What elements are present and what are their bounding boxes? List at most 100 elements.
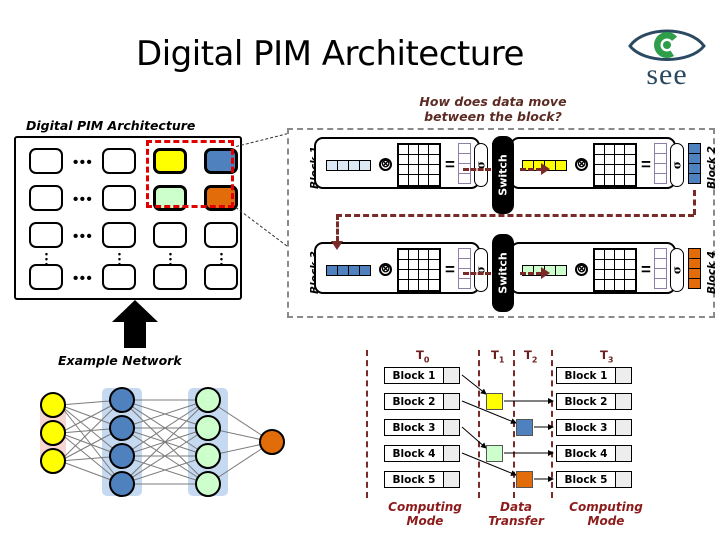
route-switch-to-b4: [520, 272, 542, 275]
timeline-left-block: Block 2: [384, 393, 460, 410]
network-node-input: [40, 448, 66, 474]
switch-label: Switch: [496, 252, 510, 294]
block-3: Block 3 ⊗ = σ: [300, 242, 505, 300]
eye-icon: [628, 29, 706, 61]
block-slot: [615, 368, 631, 383]
question-text: How does data move between the block?: [378, 94, 608, 124]
pim-cell: [153, 264, 187, 290]
block-4: ⊗ = σ Block 4: [510, 242, 718, 300]
timeline-left-block: Block 3: [384, 419, 460, 436]
switch-label: Switch: [496, 154, 510, 196]
route-b3-down: [336, 214, 339, 242]
pim-cell: [204, 222, 238, 248]
activation-box: σ: [474, 143, 488, 187]
weight-matrix: [397, 143, 441, 187]
phase-label-t2: T2: [524, 348, 538, 365]
block-slot: [615, 446, 631, 461]
block-name: Block 3: [564, 421, 608, 434]
block-slot: [443, 446, 459, 461]
phase-divider: [478, 350, 480, 498]
timeline-arrows: [461, 374, 554, 482]
network-caption: Example Network: [58, 353, 182, 368]
transfer-chip-yellow: [486, 393, 503, 410]
product-vector: [458, 143, 471, 184]
tensor-icon: ⊗: [575, 263, 588, 276]
pim-array-box: ••• ••• ••• ••• ••• ••• ••• •••: [14, 136, 242, 300]
input-vector: [326, 265, 371, 276]
block-name: Block 1: [392, 369, 436, 382]
pim-cell: [29, 185, 63, 211]
product-vector: [654, 248, 667, 289]
block-slot: [443, 368, 459, 383]
network-node-hidden1: [109, 387, 135, 413]
pim-cell: [102, 148, 136, 174]
activation-box: σ: [670, 143, 684, 187]
pim-cell: [153, 222, 187, 248]
network-node-input: [40, 392, 66, 418]
phase-divider: [366, 350, 368, 498]
network-node-input: [40, 420, 66, 446]
timeline-right-block: Block 4: [556, 445, 632, 462]
left-diagram-caption: Digital PIM Architecture: [26, 118, 196, 133]
sigma-symbol: σ: [670, 265, 684, 275]
pim-cell: [29, 222, 63, 248]
block-2: ⊗ = σ Block 2: [510, 137, 718, 195]
switch-bottom[interactable]: Switch: [492, 234, 514, 312]
pim-cell-yellow: [153, 148, 187, 174]
equals-icon: =: [445, 260, 455, 279]
block-slot: [615, 394, 631, 409]
switch-top[interactable]: Switch: [492, 136, 514, 214]
phase-divider: [513, 350, 515, 498]
output-vector: [688, 248, 701, 289]
block-1-body: ⊗ = σ: [314, 137, 505, 189]
network-node-hidden2: [195, 387, 221, 413]
block-name: Block 4: [564, 447, 608, 460]
block-slot: [615, 472, 631, 487]
phase-label-t0: T0: [416, 348, 430, 365]
timeline-right-block: Block 3: [556, 419, 632, 436]
block-name: Block 5: [392, 473, 436, 486]
block-1: Block 1 ⊗ = σ: [300, 137, 505, 195]
route-switch-to-b2: [520, 168, 542, 171]
timeline-left-block: Block 5: [384, 471, 460, 488]
page-title: Digital PIM Architecture: [136, 34, 524, 74]
equals-icon: =: [445, 155, 455, 174]
route-b2-down: [693, 190, 696, 215]
h-ellipsis: •••: [73, 154, 94, 171]
route-arrow-to-b3: [331, 241, 343, 250]
timeline-right-block: Block 2: [556, 393, 632, 410]
network-node-hidden1: [109, 415, 135, 441]
route-b3-to-switch: [463, 272, 491, 275]
block-name: Block 1: [564, 369, 608, 382]
logo-text: see: [646, 58, 688, 91]
block-4-label: Block 4: [706, 251, 718, 294]
timeline-left-block: Block 4: [384, 445, 460, 462]
equals-icon: =: [641, 155, 651, 174]
phase-label-t1: T1: [491, 348, 505, 365]
network-node-hidden1: [109, 443, 135, 469]
route-arrow-to-b4: [541, 267, 550, 279]
block-slot: [443, 420, 459, 435]
timeline-right-block: Block 5: [556, 471, 632, 488]
block-2-body: ⊗ = σ: [510, 137, 701, 189]
block-4-body: ⊗ = σ: [510, 242, 701, 294]
pim-cell: [29, 148, 63, 174]
block-name: Block 2: [392, 395, 436, 408]
timeline-diagram: T0 T1 T2 T3 Block 1 Block 2 Block 3: [358, 348, 658, 536]
highlight-selection-box: [146, 140, 234, 208]
input-vector: [326, 160, 371, 171]
activation-box: σ: [670, 248, 684, 292]
output-vector: [688, 143, 701, 184]
pim-cell: [204, 264, 238, 290]
weight-matrix: [593, 248, 637, 292]
block-slot: [443, 472, 459, 487]
transfer-chip-blue: [516, 419, 533, 436]
route-arrow-to-b2: [541, 163, 550, 175]
transfer-chip-green: [486, 445, 503, 462]
h-ellipsis: •••: [73, 228, 94, 245]
timeline-left-block: Block 1: [384, 367, 460, 384]
